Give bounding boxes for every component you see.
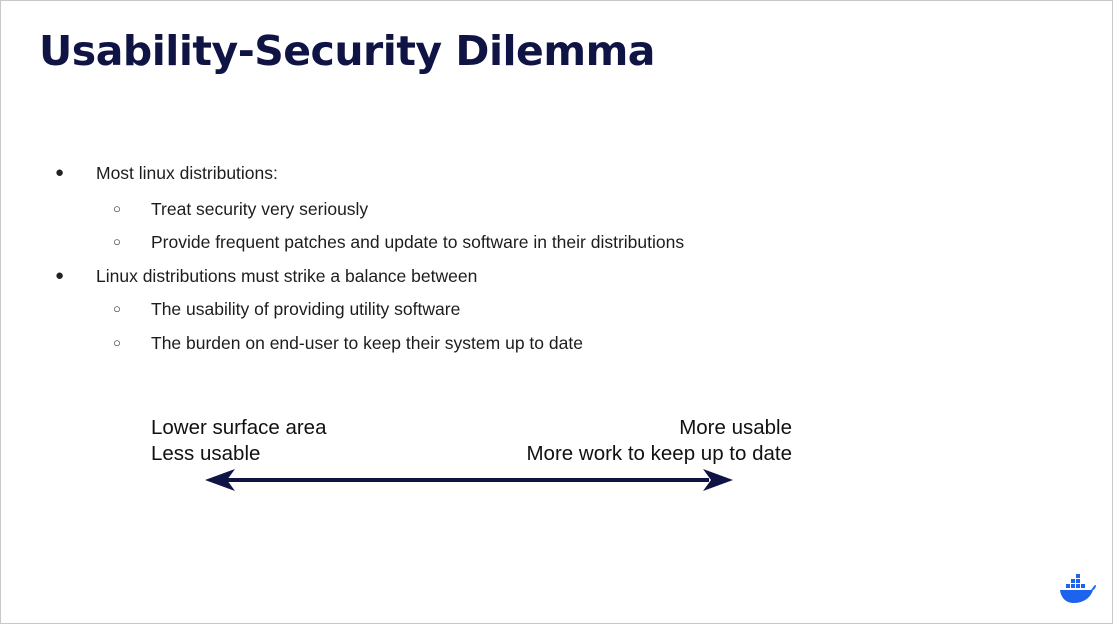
spectrum-left-line1: Lower surface area xyxy=(151,416,327,439)
sub-bullet-item: ○ Provide frequent patches and update to… xyxy=(113,232,685,252)
spectrum-right-line1: More usable xyxy=(679,416,792,439)
spectrum-right-line2: More work to keep up to date xyxy=(526,442,792,465)
sub-bullet-text: The burden on end-user to keep their sys… xyxy=(151,333,583,353)
sub-bullet-item: ○ The usability of providing utility sof… xyxy=(113,299,461,319)
bullet-text: Linux distributions must strike a balanc… xyxy=(96,266,478,286)
spectrum-right-labels: More usable More work to keep up to date xyxy=(526,415,792,467)
docker-whale-icon xyxy=(1060,574,1096,603)
spectrum-left-line2: Less usable xyxy=(151,442,261,465)
sub-bullet-marker: ○ xyxy=(113,234,121,249)
bullet-item: ● Most linux distributions: xyxy=(55,163,278,183)
sub-bullet-marker: ○ xyxy=(113,201,121,216)
sub-bullet-text: Treat security very seriously xyxy=(151,199,369,219)
arrow-head-right xyxy=(703,469,733,491)
bullet-text: Most linux distributions: xyxy=(96,163,278,183)
bullet-item: ● Linux distributions must strike a bala… xyxy=(55,266,478,286)
sub-bullet-text: The usability of providing utility softw… xyxy=(151,299,461,319)
bullet-marker: ● xyxy=(55,267,65,284)
double-arrow xyxy=(205,469,733,491)
bullet-marker: ● xyxy=(55,164,65,181)
arrow-head-left xyxy=(205,469,235,491)
sub-bullet-text: Provide frequent patches and update to s… xyxy=(151,232,685,252)
slide-title: Usability-Security Dilemma xyxy=(39,27,655,75)
spectrum-left-labels: Lower surface area Less usable xyxy=(151,415,326,467)
sub-bullet-marker: ○ xyxy=(113,335,121,350)
sub-bullet-item: ○ Treat security very seriously xyxy=(113,199,369,219)
sub-bullet-marker: ○ xyxy=(113,301,121,316)
sub-bullet-item: ○ The burden on end-user to keep their s… xyxy=(113,333,583,353)
